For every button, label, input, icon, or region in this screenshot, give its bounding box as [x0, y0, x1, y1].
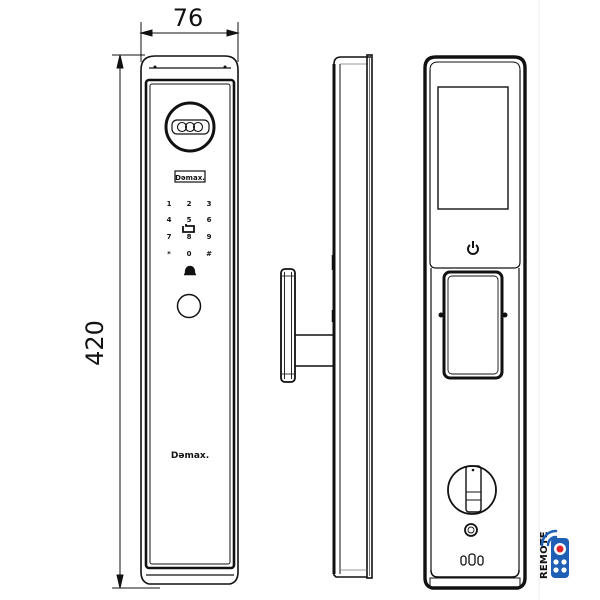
- key-5: 5: [187, 216, 192, 224]
- key-3: 3: [207, 200, 212, 208]
- brand-logo-top: Dəmax.: [175, 174, 205, 182]
- width-dimension-label: 76: [173, 4, 204, 32]
- key-8: 8: [187, 233, 192, 241]
- key-2: 2: [187, 200, 192, 208]
- key-star: *: [167, 250, 171, 258]
- height-dimension: [112, 54, 160, 589]
- remote-control-icon: [551, 538, 569, 578]
- key-4: 4: [167, 216, 172, 224]
- key-9: 9: [207, 233, 212, 241]
- key-7: 7: [167, 233, 172, 241]
- front-view: [140, 55, 239, 585]
- side-view: [280, 54, 373, 579]
- keypad: 1 2 3 4 5 6 7 8 9 * 0 #: [167, 200, 213, 258]
- rear-view: [423, 55, 527, 590]
- signal-icon: [540, 529, 558, 547]
- power-icon: [467, 241, 479, 255]
- remote-badge: REMOTE: [539, 529, 569, 579]
- remote-label: REMOTE: [539, 531, 550, 579]
- key-hash: #: [206, 250, 212, 258]
- brand-logo-bottom: Dəmax.: [171, 451, 209, 461]
- key-1: 1: [167, 200, 172, 208]
- key-6: 6: [207, 216, 212, 224]
- height-dimension-label: 420: [81, 320, 109, 366]
- key-0: 0: [187, 250, 192, 258]
- width-dimension: [139, 22, 240, 62]
